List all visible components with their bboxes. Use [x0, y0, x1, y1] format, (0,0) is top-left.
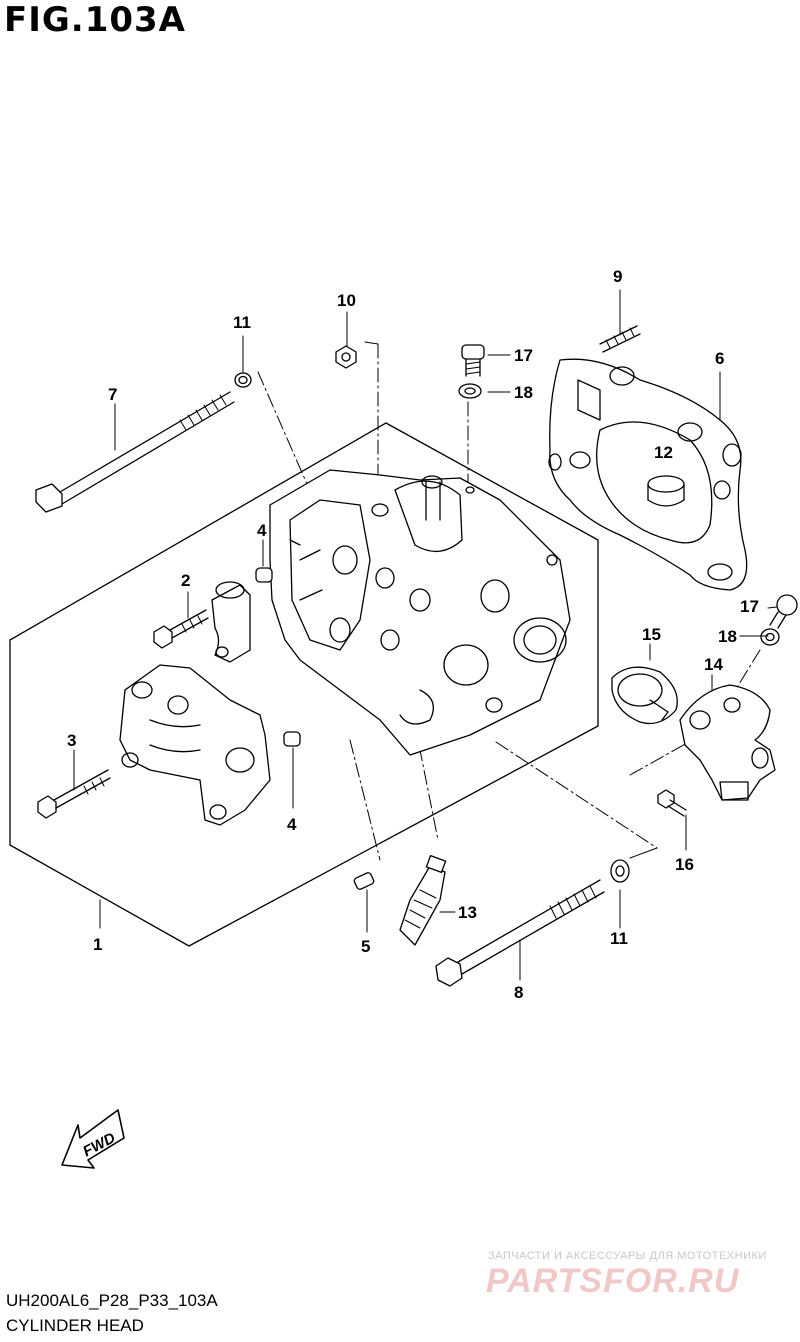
bolt-small-right: [769, 594, 798, 629]
callout-11: 11: [233, 313, 251, 332]
callout-16: 16: [675, 855, 694, 874]
callout-18: 18: [718, 627, 737, 646]
callout-labels: 1 2 3 4 4 5 6 7 8 9 10 11 11 12 13 14 15…: [67, 267, 759, 1002]
figure-title: FIG.103A: [4, 0, 186, 40]
forward-arrow: [61, 1109, 125, 1169]
stud: [599, 325, 641, 353]
callout-17: 17: [514, 346, 533, 365]
bolt-housing: [657, 789, 687, 817]
callout-1: 1: [93, 935, 102, 954]
callout-5: 5: [361, 937, 370, 956]
dowel-pin-small: [353, 872, 375, 890]
camshaft-holder-lower: [119, 664, 271, 826]
callout-4: 4: [257, 521, 267, 540]
dowel-pin: [647, 475, 685, 507]
bolt-long-upper: [35, 391, 235, 513]
callout-17: 17: [740, 597, 759, 616]
callout-11: 11: [610, 929, 628, 948]
washer-lower: [610, 859, 630, 883]
watermark-subtitle: ЗАПЧАСТИ И АКСЕССУАРЫ ДЛЯ МОТОТЕХНИКИ: [488, 1250, 767, 1262]
callout-14: 14: [704, 655, 723, 674]
bolt-long-lower: [435, 879, 605, 987]
diagram-name: CYLINDER HEAD: [6, 1316, 144, 1335]
camshaft-holder-upper: [211, 581, 251, 663]
callout-10: 10: [337, 291, 356, 310]
head-gasket: [548, 358, 748, 591]
callout-2: 2: [181, 571, 190, 590]
callout-15: 15: [642, 625, 661, 644]
callout-9: 9: [613, 267, 622, 286]
callout-12: 12: [654, 443, 673, 462]
callout-7: 7: [108, 385, 117, 404]
watermark-brand: PARTSFOR.RU: [486, 1262, 740, 1300]
assembly-frame: [9, 422, 599, 947]
diagram-code: UH200AL6_P28_P33_103A: [6, 1291, 218, 1310]
thermostat-housing: [679, 684, 776, 801]
callout-8: 8: [514, 983, 523, 1002]
spark-plug: [399, 854, 447, 946]
bolt-small-upper: [461, 344, 485, 377]
washer: [234, 372, 252, 388]
callout-4: 4: [287, 815, 297, 834]
dowel-pin-upper: [255, 567, 273, 583]
thermostat: [611, 666, 678, 725]
gasket-washer-right: [760, 628, 780, 646]
callout-13: 13: [458, 903, 477, 922]
cylinder-head-body: [269, 469, 571, 756]
callout-6: 6: [715, 349, 724, 368]
bolt-short: [153, 609, 209, 649]
bolt-medium: [37, 769, 111, 819]
dowel-pin-lower: [283, 731, 301, 747]
callout-18: 18: [514, 383, 533, 402]
nut: [335, 345, 357, 369]
gasket-washer: [458, 383, 482, 399]
callout-3: 3: [67, 731, 76, 750]
